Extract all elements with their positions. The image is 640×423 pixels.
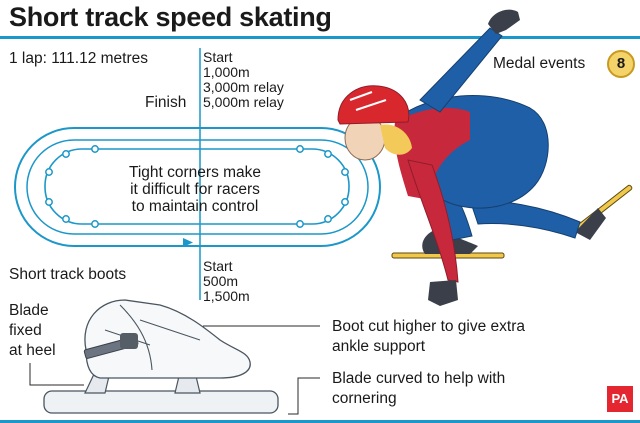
start-top-event: 3,000m relay [203,79,284,95]
track-marker [62,215,70,223]
skater-illustration [337,9,633,306]
skater-hair [380,124,412,155]
blade-heel-line: Blade [9,302,49,319]
boots-heading: Short track boots [9,266,127,283]
lap-info: 1 lap: 111.12 metres [9,50,149,67]
track-marker [341,198,349,206]
track-marker [45,198,53,206]
finish-label: Finish [145,94,187,111]
rear-boot [575,208,606,240]
page-title: Short track speed skating [9,2,332,32]
lower-glove [428,280,458,306]
heel-callout-line [29,363,84,386]
boot-blade [43,390,279,414]
blade-heel-line: fixed [9,322,42,339]
blade-heel-line: at heel [9,342,56,359]
medal-count-badge: 8 [607,50,635,78]
top-rule [0,36,640,39]
track-note-line: Tight corners make [128,164,262,181]
track-racing-line [44,148,350,225]
track-note-line: it difficult for racers [130,181,260,198]
raised-glove [488,9,520,34]
track-diagram [14,127,381,247]
track-marker [341,168,349,176]
track-marker [296,145,304,153]
pa-logo: PA [607,386,633,412]
start-top-event: 5,000m relay [203,94,284,110]
medal-events-label: Medal events [493,55,586,72]
bottom-rule [0,420,640,423]
track-markers [45,145,349,228]
start-bottom-label: Start [203,258,233,274]
start-bottom-event: 1,500m [203,288,250,304]
strap-buckle [120,333,138,349]
helmet-vents [349,91,387,111]
start-bottom-event: 500m [203,273,239,289]
start-top-event: 1,000m [203,64,250,80]
blade-note-line: cornering [332,390,397,407]
track-marker [324,150,332,158]
boot-note-line: Boot cut higher to give extra [332,318,526,335]
start-top-label: Start [203,49,233,65]
track-marker [62,150,70,158]
raised-arm [419,27,503,113]
direction-arrow-icon [183,238,193,247]
track-marker [91,220,99,228]
boot-shell [84,299,251,379]
boot-note-line: ankle support [332,338,426,355]
track-marker [45,168,53,176]
track-marker [296,220,304,228]
boot-illustration [43,299,279,414]
track-outer-edge [14,127,381,247]
track-note-line: to maintain control [131,198,259,215]
blade-note-line: Blade curved to help with [332,370,506,387]
track-marker [91,145,99,153]
track-inner-edge [26,139,369,235]
blade-callout-line [288,377,320,415]
track-marker [324,215,332,223]
